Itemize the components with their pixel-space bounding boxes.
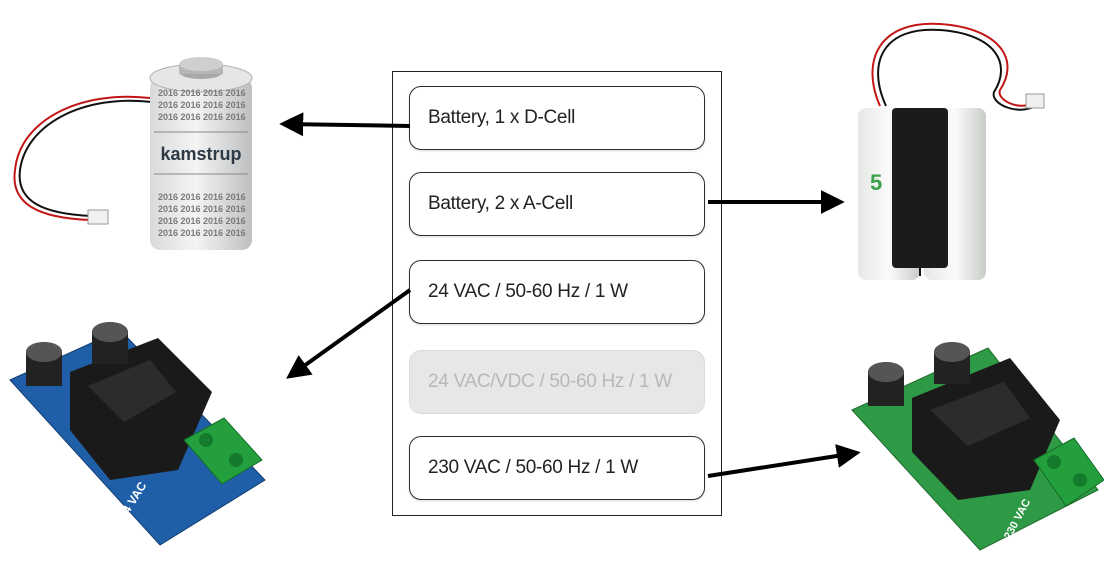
option-230vac[interactable]: 230 VAC / 50-60 Hz / 1 W: [409, 436, 705, 500]
svg-text:2016 2016 2016 2016: 2016 2016 2016 2016: [158, 228, 246, 238]
option-24vac[interactable]: 24 VAC / 50-60 Hz / 1 W: [409, 260, 705, 324]
svg-text:5: 5: [870, 170, 882, 195]
option-label: 24 VAC / 50-60 Hz / 1 W: [428, 281, 628, 302]
svg-text:2016 2016 2016 2016: 2016 2016 2016 2016: [158, 100, 246, 110]
svg-text:2016 2016 2016 2016: 2016 2016 2016 2016: [158, 88, 246, 98]
psu-24vac-image: 24 VAC: [9, 322, 266, 546]
option-label: 230 VAC / 50-60 Hz / 1 W: [428, 457, 638, 478]
svg-text:2016 2016 2016 2016: 2016 2016 2016 2016: [158, 112, 246, 122]
psu-230vac-image: 230 VAC: [851, 342, 1104, 551]
svg-text:2016 2016 2016 2016: 2016 2016 2016 2016: [158, 192, 246, 202]
svg-text:2016 2016 2016 2016: 2016 2016 2016 2016: [158, 204, 246, 214]
power-supply-options-panel: Battery, 1 x D-Cell Battery, 2 x A-Cell …: [392, 71, 722, 516]
arrow-230vac: [707, 444, 861, 478]
option-24vac-vdc: 24 VAC/VDC / 50-60 Hz / 1 W: [409, 350, 705, 414]
option-label: 24 VAC/VDC / 50-60 Hz / 1 W: [428, 371, 672, 392]
option-label: Battery, 1 x D-Cell: [428, 107, 576, 128]
option-battery-a-cell[interactable]: Battery, 2 x A-Cell: [409, 172, 705, 236]
svg-text:2016 2016 2016 2016: 2016 2016 2016 2016: [158, 216, 246, 226]
a-cell-battery-image: 5: [858, 22, 1045, 280]
arrow-24vac: [286, 288, 412, 379]
d-cell-battery-image: kamstrup 2016 2016 2016 2016 2016 2016 2…: [13, 57, 253, 250]
option-battery-d-cell[interactable]: Battery, 1 x D-Cell: [409, 86, 705, 150]
arrow-d-cell: [279, 112, 411, 137]
battery-brand-logo: kamstrup: [160, 144, 241, 164]
option-label: Battery, 2 x A-Cell: [428, 193, 573, 214]
